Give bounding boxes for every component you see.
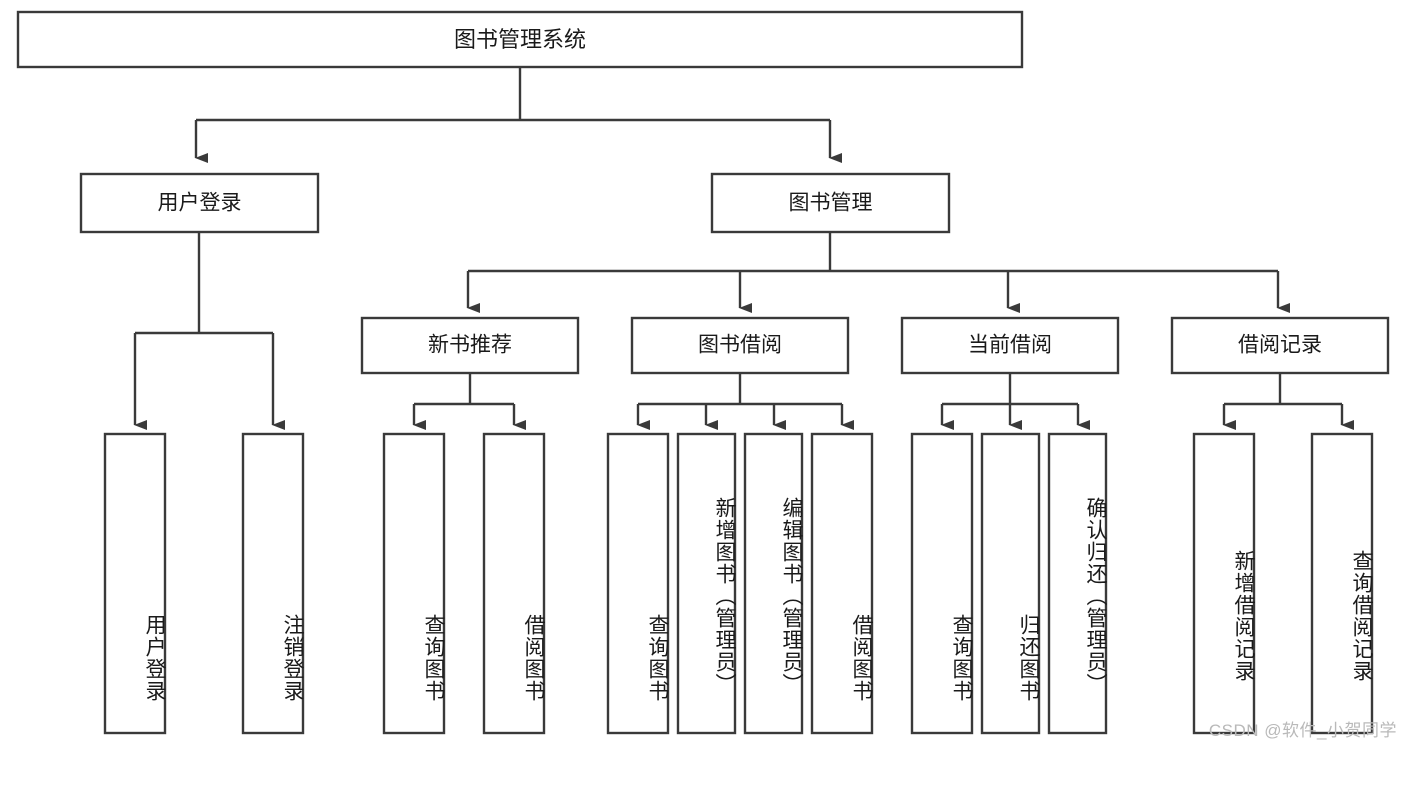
- leaf-boxes: [103, 432, 1374, 735]
- leaf-box-query-borrow-record[interactable]: [1310, 432, 1374, 735]
- leaf-box-query-book-2[interactable]: [606, 432, 670, 735]
- node-borrow-record[interactable]: 借阅记录: [1170, 316, 1390, 375]
- leaf-box-edit-book-admin[interactable]: [743, 432, 804, 735]
- node-book-borrow-label: 图书借阅: [698, 334, 782, 357]
- connectors-borrowrecord-to-leaves: [1222, 373, 1354, 430]
- node-new-book-recommend[interactable]: 新书推荐: [360, 316, 580, 375]
- connectors-newbook-to-leaves: [412, 373, 526, 430]
- leaf-box-add-book-admin[interactable]: [676, 432, 737, 735]
- leaf-box-borrow-book-1[interactable]: [482, 432, 546, 735]
- leaf-box-logout-login[interactable]: [241, 432, 305, 735]
- leaf-box-borrow-book-2[interactable]: [810, 432, 874, 735]
- node-user-login[interactable]: 用户登录: [79, 172, 320, 234]
- leaf-box-add-borrow-record[interactable]: [1192, 432, 1256, 735]
- watermark-text: CSDN @软件_小贺同学: [1208, 721, 1397, 740]
- connectors-bookmgmt-to-level3: [466, 232, 1290, 313]
- connectors-root-to-level2: [194, 67, 842, 163]
- node-book-management-label: 图书管理: [789, 192, 873, 215]
- connectors-currentborrow-to-leaves: [940, 373, 1090, 430]
- diagram-canvas: 图书管理系统 用户登录 图书管理 新书推荐 图书借阅 当前借阅 借阅记录: [16, 10, 1397, 740]
- node-user-login-label: 用户登录: [158, 192, 242, 215]
- connectors-userlogin-to-leaves: [133, 232, 285, 430]
- leaf-box-return-book[interactable]: [980, 432, 1041, 735]
- node-book-borrow[interactable]: 图书借阅: [630, 316, 850, 375]
- leaf-box-user-login[interactable]: [103, 432, 167, 735]
- node-root-label: 图书管理系统: [454, 27, 586, 52]
- leaf-box-confirm-return-admin[interactable]: [1047, 432, 1108, 735]
- leaf-box-query-book-3[interactable]: [910, 432, 974, 735]
- node-root-book-management-system[interactable]: 图书管理系统: [16, 10, 1024, 69]
- node-book-management[interactable]: 图书管理: [710, 172, 951, 234]
- node-current-borrow-label: 当前借阅: [968, 334, 1052, 357]
- node-current-borrow[interactable]: 当前借阅: [900, 316, 1120, 375]
- tree-diagram-svg: 图书管理系统 用户登录 图书管理 新书推荐 图书借阅 当前借阅 借阅记录: [16, 10, 1390, 735]
- node-new-book-recommend-label: 新书推荐: [428, 334, 512, 357]
- node-borrow-record-label: 借阅记录: [1238, 334, 1322, 357]
- connectors-bookborrow-to-leaves: [636, 373, 854, 430]
- leaf-box-query-book-1[interactable]: [382, 432, 446, 735]
